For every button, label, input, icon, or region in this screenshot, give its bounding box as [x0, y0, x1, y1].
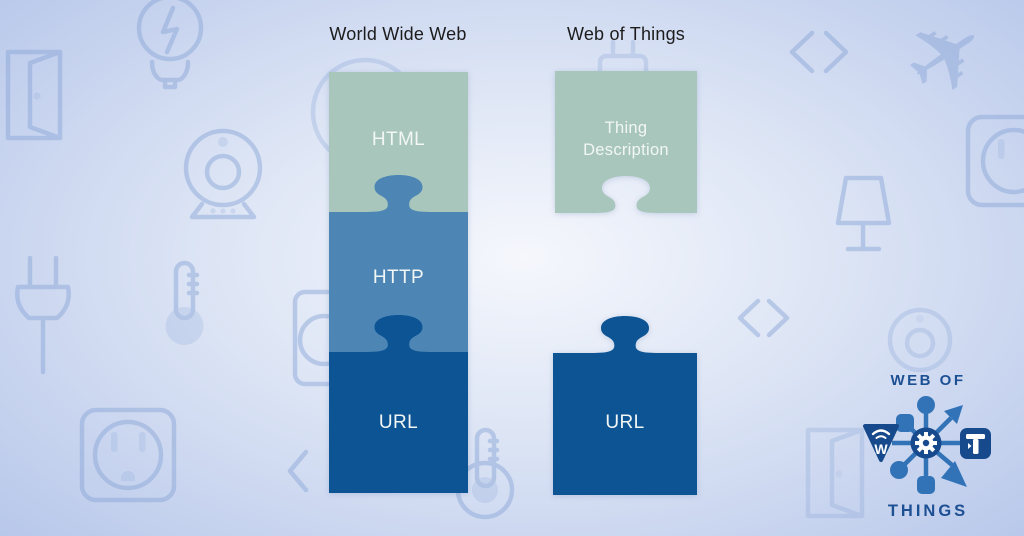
http-piece-label: HTTP [372, 267, 425, 288]
chevron-left-icon [287, 449, 309, 493]
www-column-title: World Wide Web [329, 24, 467, 44]
logo-w-letter: W [874, 441, 888, 457]
lamp-icon [835, 175, 892, 252]
url-www-piece-label: URL [378, 412, 419, 433]
logo-t-node [960, 428, 991, 459]
html-piece-label: HTML [371, 129, 426, 150]
puzzle-piece-thing-description [555, 71, 697, 213]
puzzle-piece-url-wot [553, 316, 697, 495]
lightbulb-bolt-icon [136, 0, 204, 90]
logo-node-square-nw [896, 414, 914, 432]
web-of-things-logo: WEB OF W [863, 372, 991, 520]
logo-node-circle-n [917, 396, 935, 414]
logo-text-bottom: THINGS [888, 502, 968, 520]
wot-column-title: Web of Things [566, 24, 685, 44]
logo-node-arrow-ne [944, 405, 963, 424]
puzzle-piece-http [329, 175, 468, 352]
code-brackets-icon [789, 30, 849, 74]
thing-description-piece-label: Thing Description [583, 119, 669, 159]
webcam-icon [183, 128, 263, 220]
power-outlet-icon [79, 407, 177, 503]
door-icon [805, 427, 865, 519]
logo-gear-hub [910, 427, 942, 459]
door-icon [5, 49, 63, 141]
logo-node-circle-sw [890, 461, 908, 479]
code-brackets-icon [737, 298, 790, 338]
logo-node-triangle-se [941, 461, 967, 487]
logo-w-node: W [863, 424, 899, 462]
power-outlet-icon [965, 114, 1024, 208]
puzzle-piece-url-www [329, 315, 468, 493]
webcam-icon [887, 307, 953, 373]
thermometer-icon [165, 260, 204, 345]
logo-node-square-s [917, 476, 935, 494]
power-plug-icon [15, 255, 71, 375]
logo-text-top: WEB OF [891, 372, 966, 389]
url-wot-piece-label: URL [605, 412, 645, 433]
puzzle-piece-html [329, 72, 468, 212]
